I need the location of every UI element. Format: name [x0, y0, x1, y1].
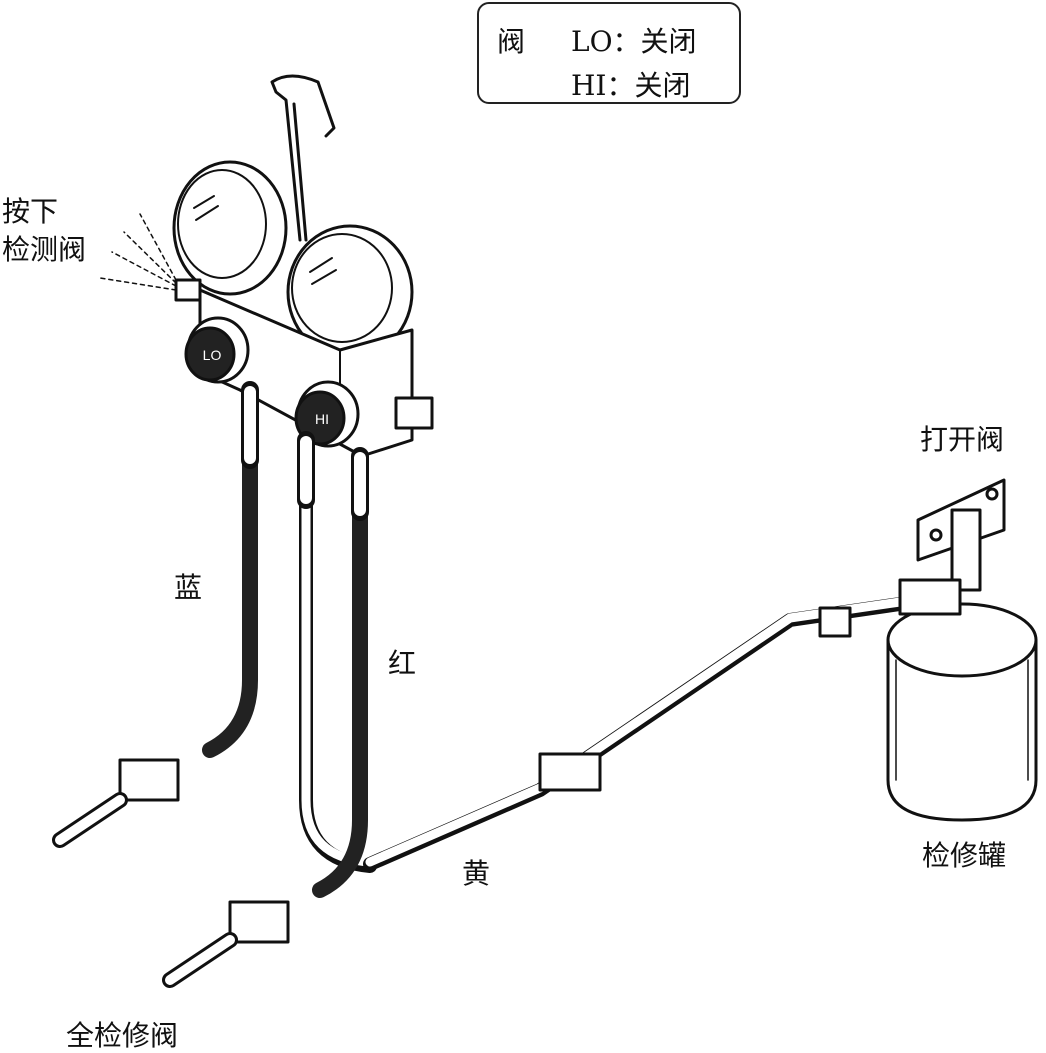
bottom-service-valve [162, 900, 290, 988]
valve-status-hi: HI：关闭 [571, 69, 691, 102]
left-service-valve [52, 758, 180, 848]
valve-status-title: 阀 [497, 25, 526, 58]
center-hose [312, 447, 369, 898]
valve-status-box: 阀 LO：关闭 HI：关闭 [477, 2, 741, 104]
yellow-hose-label: 黄 [462, 857, 491, 890]
service-can [886, 602, 1038, 822]
open-valve-label: 打开阀 [920, 423, 1005, 456]
low-pressure-gauge [172, 160, 288, 296]
press-label-line2: 检测阀 [2, 233, 87, 266]
can-tap-valve [898, 478, 1006, 616]
outlet-fitting [394, 396, 434, 430]
check-valve-fitting [174, 278, 202, 302]
service-can-label: 检修罐 [922, 839, 1007, 872]
blue-hose [202, 381, 259, 758]
valve-status-lo: LO：关闭 [571, 25, 697, 58]
lo-knob-label: LO [203, 347, 222, 363]
spray-lines [99, 213, 177, 291]
hanger-hook [270, 74, 336, 242]
yellow-hose [363, 597, 907, 871]
press-label-line1: 按下 [2, 195, 59, 228]
hi-knob [294, 380, 360, 448]
service-valve-label: 全检修阀 [66, 1019, 179, 1052]
hi-knob-label: HI [315, 411, 329, 427]
blue-hose-label: 蓝 [174, 571, 203, 604]
lo-knob [184, 316, 250, 384]
red-hose-label: 红 [388, 647, 417, 680]
high-pressure-gauge [286, 224, 414, 360]
